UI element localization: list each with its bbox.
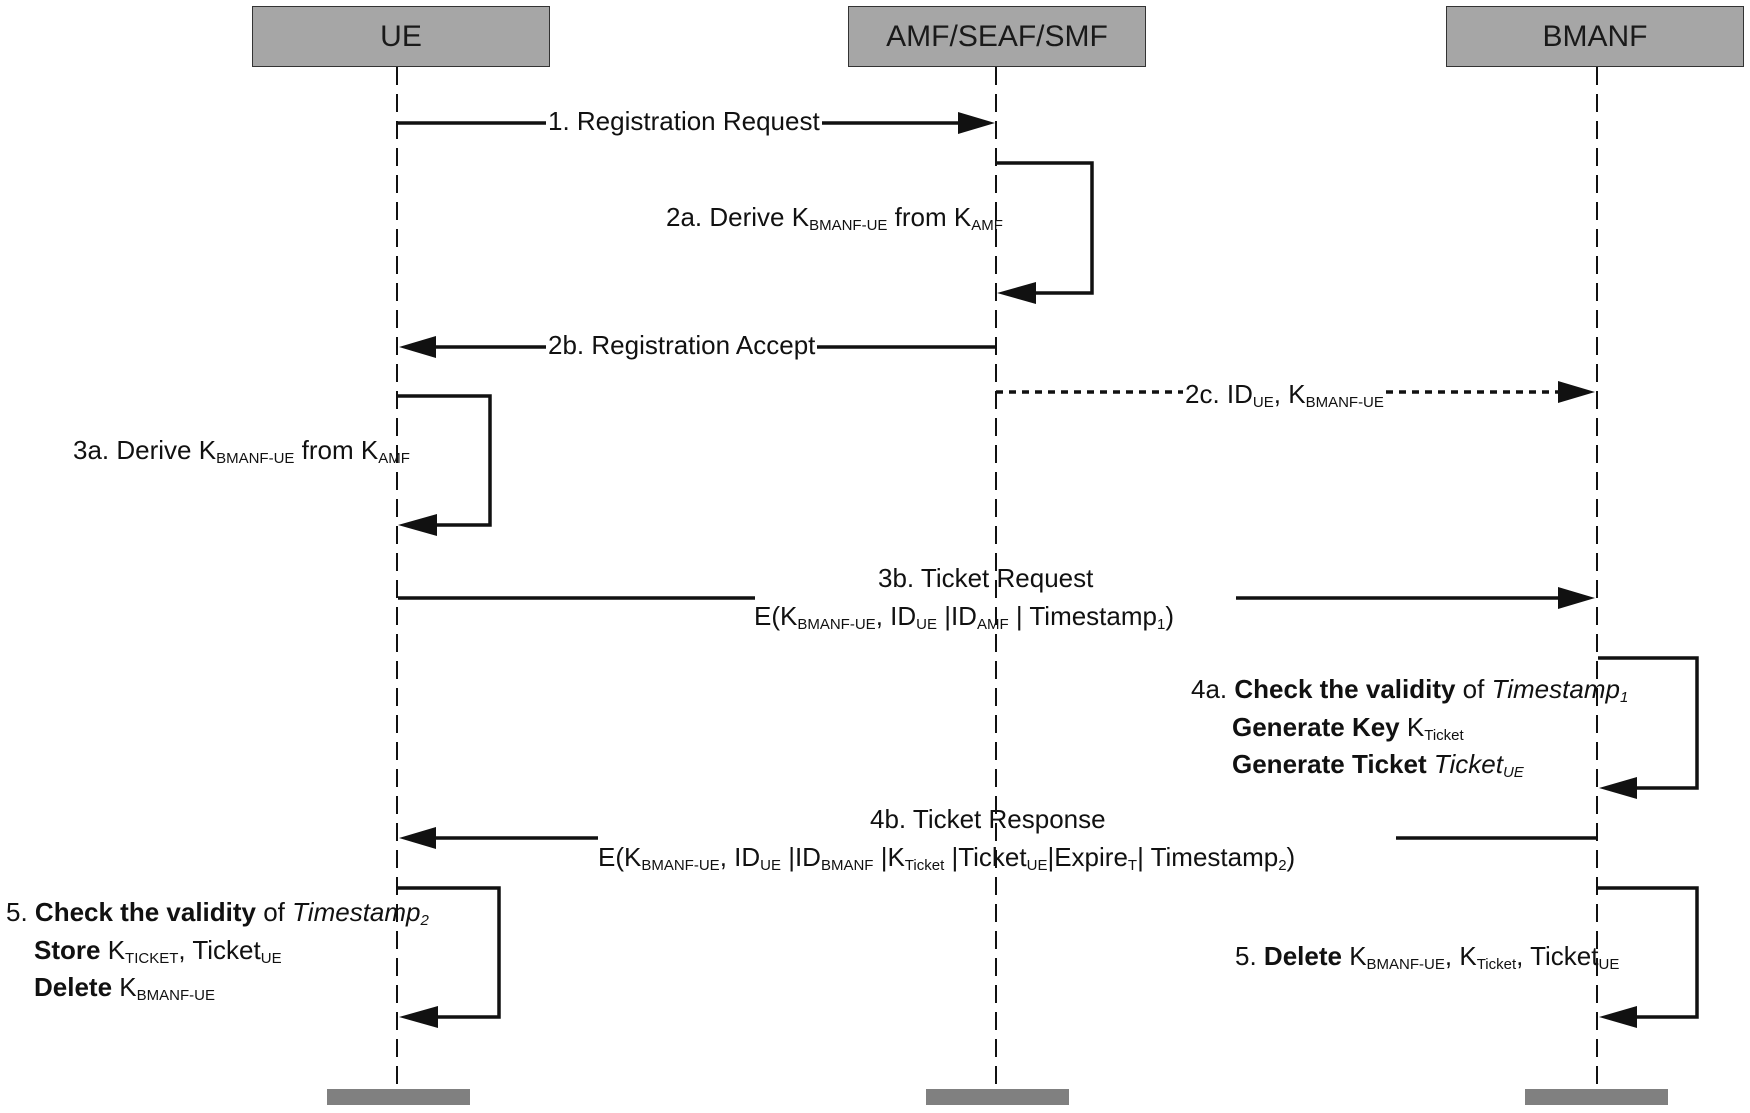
message-5-bmanf-label: 5. Delete KBMANF-UE, KTicket, TicketUE bbox=[1235, 941, 1620, 973]
arrowhead-ticket-response bbox=[399, 827, 436, 849]
message-2c-label: 2c. IDUE, KBMANF-UE bbox=[1183, 379, 1386, 411]
arrowhead-2c bbox=[1558, 381, 1595, 403]
message-2a-label: 2a. Derive KBMANF-UE from KAMF bbox=[666, 202, 1003, 234]
message-2b-label: 2b. Registration Accept bbox=[546, 330, 818, 360]
footer-bar-ue bbox=[327, 1089, 470, 1105]
loop-5-ue bbox=[398, 886, 501, 1019]
message-5-ue-line2: Store KTICKET, TicketUE bbox=[34, 935, 282, 967]
arrowhead-4a bbox=[1599, 777, 1637, 799]
arrowhead-3a bbox=[398, 514, 437, 536]
participant-bmanf-label: BMANF bbox=[1542, 19, 1648, 53]
participant-bmanf: BMANF bbox=[1446, 6, 1744, 67]
message-3b-payload: E(KBMANF-UE, IDUE |IDAMF | Timestamp1) bbox=[754, 601, 1175, 633]
message-4b-title: 4b. Ticket Response bbox=[870, 804, 1106, 834]
message-1-label: 1. Registration Request bbox=[546, 106, 822, 136]
arrowhead-5-bmanf bbox=[1599, 1006, 1637, 1028]
participant-amf: AMF/SEAF/SMF bbox=[848, 6, 1146, 67]
message-4a-label: 4a. Check the validity of Timestamp1 bbox=[1191, 674, 1629, 706]
message-5-ue-line1: 5. Check the validity of Timestamp2 bbox=[6, 897, 429, 929]
message-4b-payload: E(KBMANF-UE, IDUE |IDBMANF |KTicket |Tic… bbox=[598, 842, 1296, 874]
loop-3a bbox=[397, 394, 492, 527]
footer-bar-bmanf bbox=[1525, 1089, 1668, 1105]
loop-4a bbox=[1598, 656, 1699, 790]
participant-amf-label: AMF/SEAF/SMF bbox=[886, 19, 1108, 53]
arrowhead-registration-accept bbox=[399, 336, 436, 358]
arrowhead-5-ue bbox=[399, 1006, 438, 1028]
message-4a-line3: Generate Ticket TicketUE bbox=[1232, 749, 1524, 781]
loop-2a bbox=[996, 161, 1094, 295]
loop-5-bmanf bbox=[1598, 886, 1699, 1019]
arrowhead-ticket-request bbox=[1558, 587, 1595, 609]
message-3b-title: 3b. Ticket Request bbox=[878, 563, 1094, 593]
message-4a-line2: Generate Key KTicket bbox=[1232, 712, 1464, 744]
participant-ue-label: UE bbox=[380, 19, 422, 53]
message-3a-label: 3a. Derive KBMANF-UE from KAMF bbox=[73, 435, 410, 467]
arrowhead-2a bbox=[997, 282, 1036, 304]
message-5-ue-line3: Delete KBMANF-UE bbox=[34, 972, 215, 1004]
footer-bar-amf bbox=[926, 1089, 1069, 1105]
participant-ue: UE bbox=[252, 6, 550, 67]
arrowhead-registration-request bbox=[958, 112, 995, 134]
